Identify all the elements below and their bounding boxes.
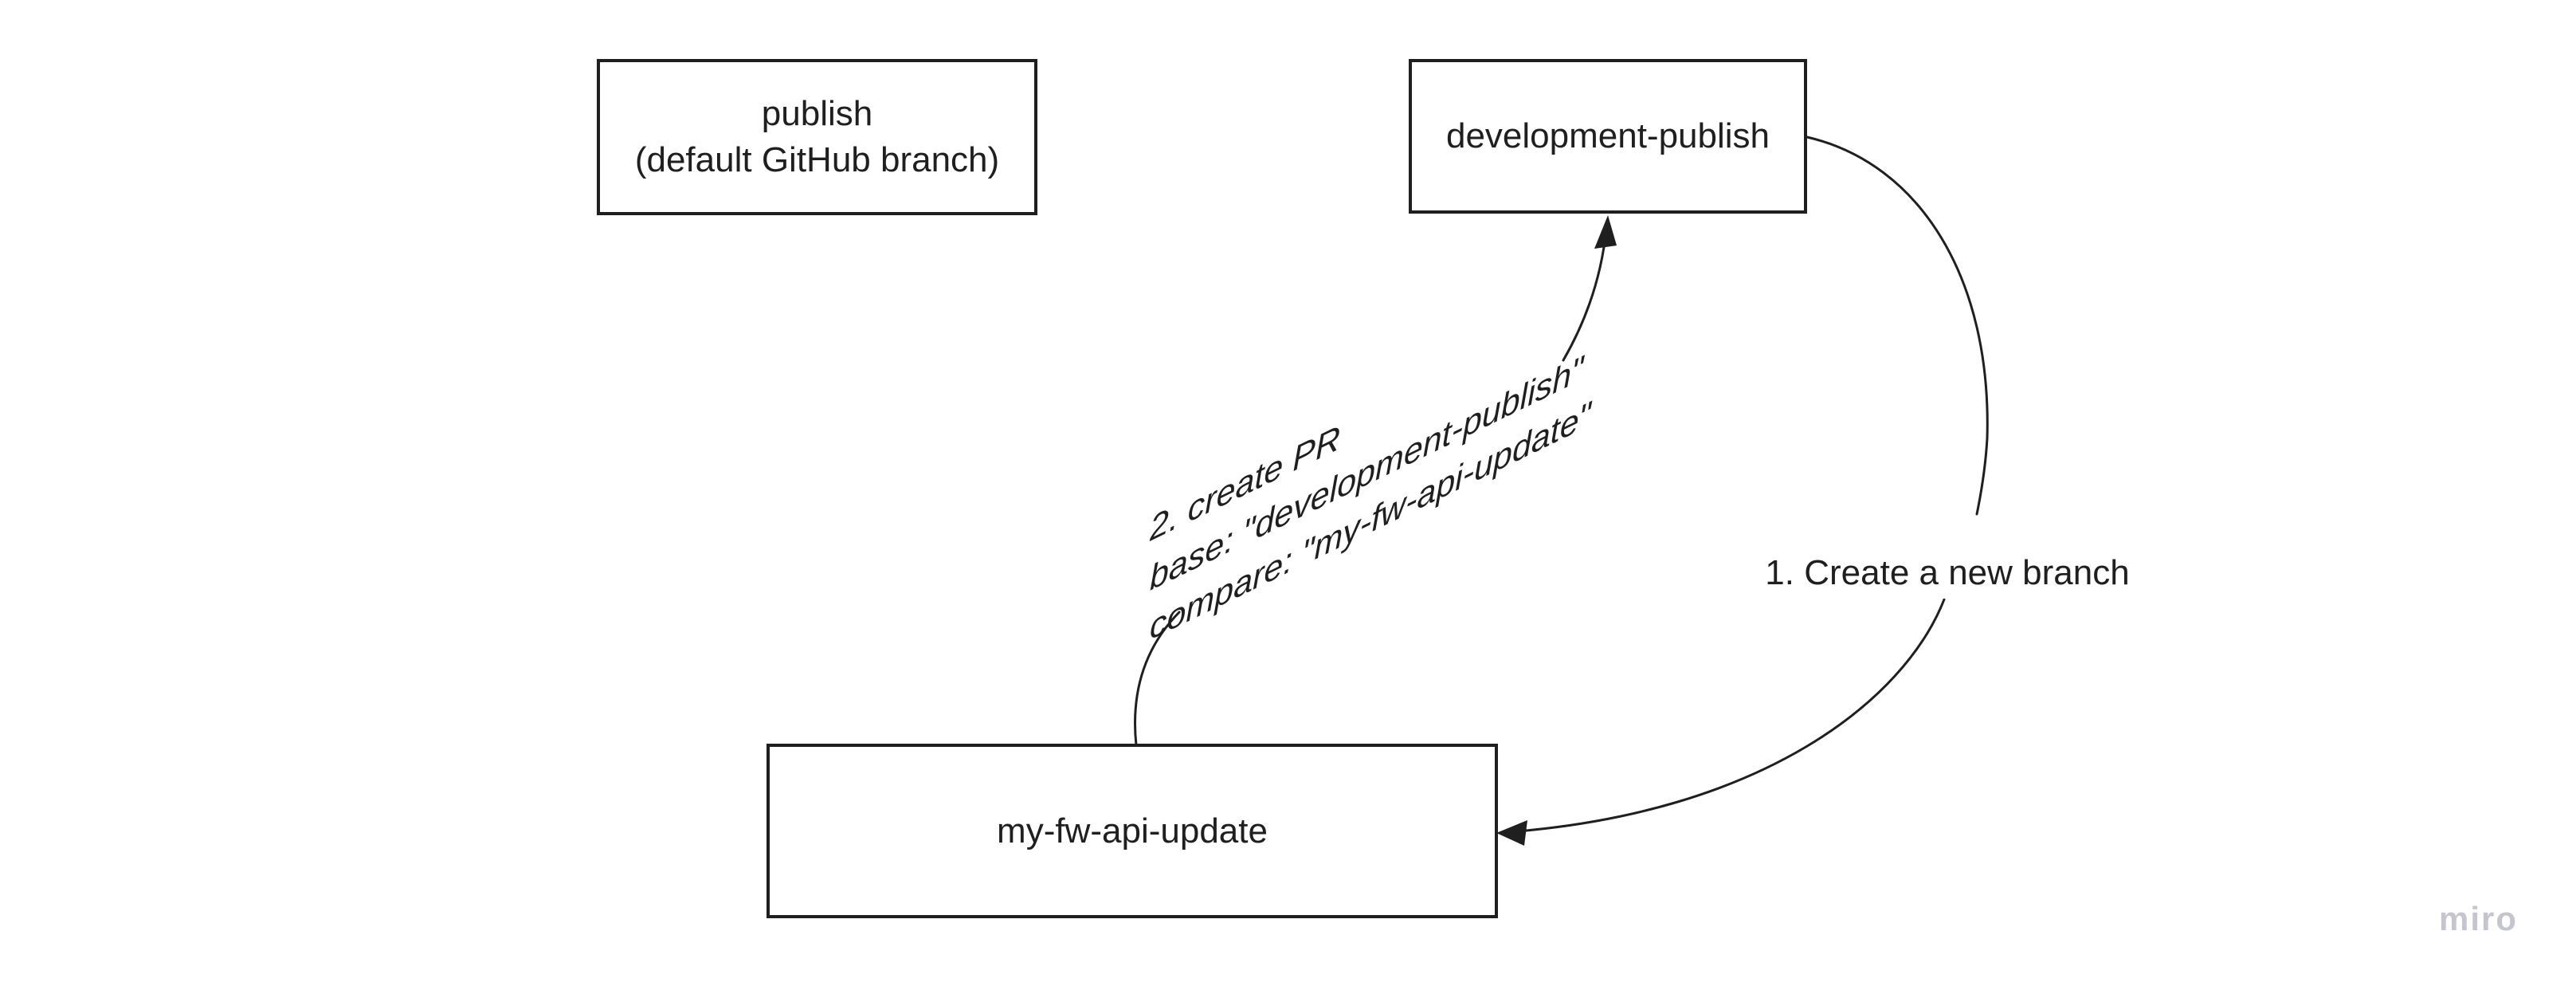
shape-publish-branch-label-line1: publish (761, 94, 873, 133)
miro-watermark-logo: miro (2438, 900, 2518, 937)
shape-publish-branch-label-line2: (default GitHub branch) (634, 140, 1000, 179)
shape-publish-branch-label: publish (default GitHub branch) (635, 91, 999, 183)
shape-my-fw-api-update-label: my-fw-api-update (997, 811, 1268, 850)
connector-create-branch-lower-segment (1506, 598, 1946, 834)
shape-development-publish-label: development-publish (1445, 116, 1770, 155)
arrowhead-into-my-fw-api-update (1496, 820, 1527, 846)
shape-development-publish-branch[interactable]: development-publish (1409, 59, 1807, 214)
connector-create-pr[interactable] (1134, 215, 1617, 747)
connector-create-branch[interactable] (1496, 136, 1989, 846)
shape-publish-branch[interactable]: publish (default GitHub branch) (597, 59, 1037, 215)
connector-label-create-branch[interactable]: 1. Create a new branch (1751, 548, 2144, 599)
connector-label-create-branch-text: 1. Create a new branch (1765, 553, 2130, 592)
connector-create-branch-upper-segment (1806, 136, 1989, 516)
connector-create-pr-lower-segment (1134, 611, 1181, 747)
shape-my-fw-api-update-branch[interactable]: my-fw-api-update (767, 744, 1498, 918)
arrowhead-into-development-publish (1594, 215, 1617, 249)
